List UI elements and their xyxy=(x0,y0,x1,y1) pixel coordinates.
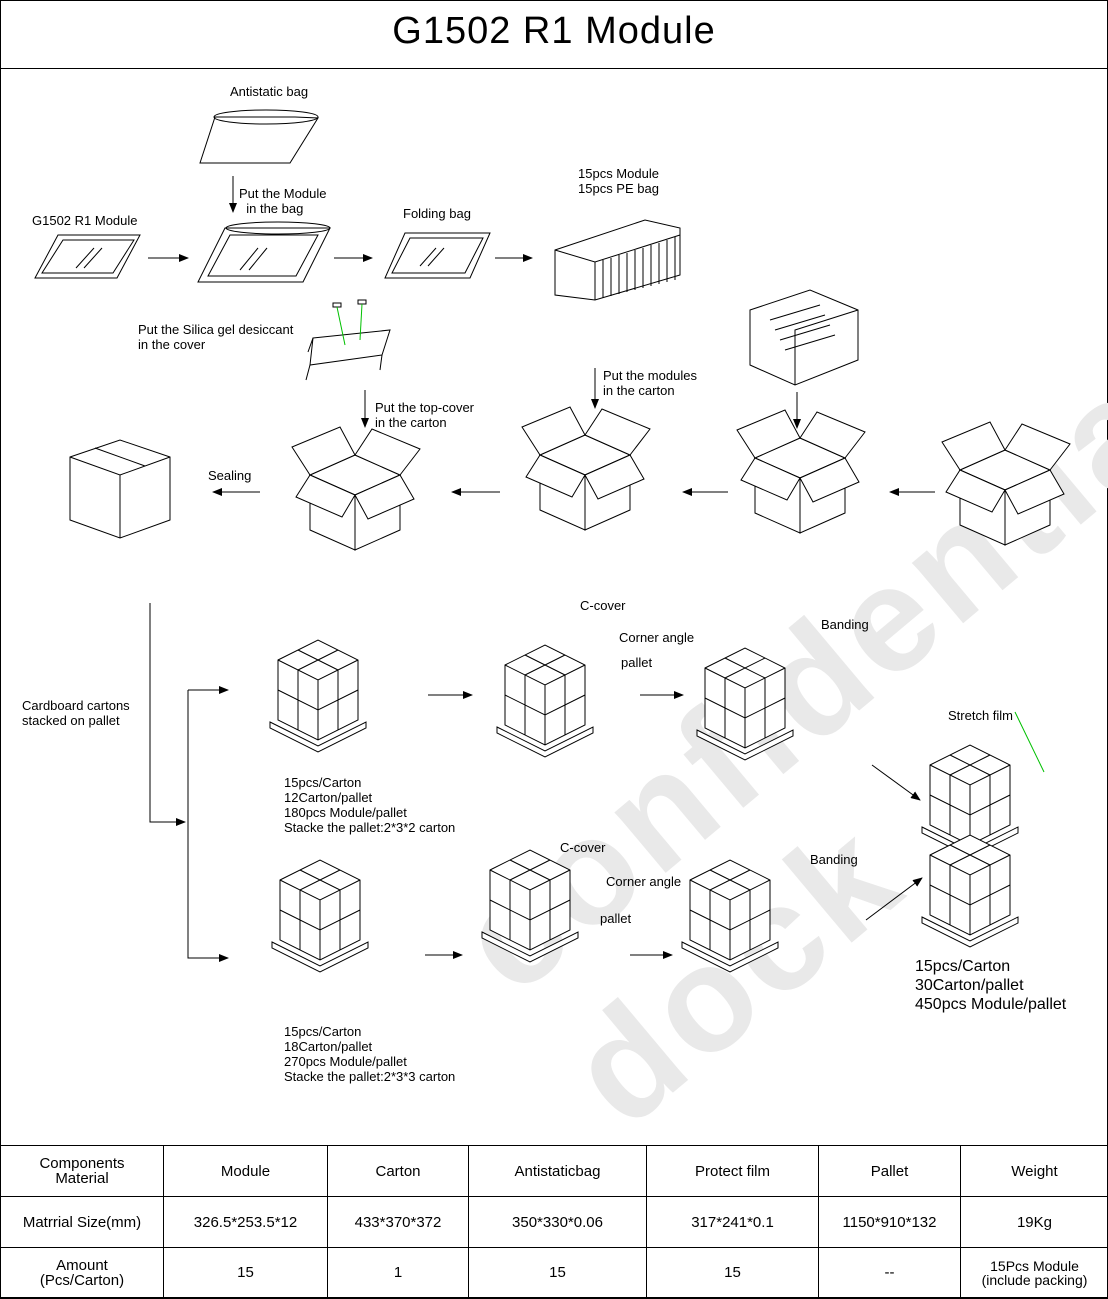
table-header-cell: Module xyxy=(163,1145,328,1197)
label-put-module-in-bag: Put the Module in the bag xyxy=(239,186,327,216)
carton-empty xyxy=(941,421,1071,546)
module-holder-drawing xyxy=(749,289,859,386)
label-silica-gel: Put the Silica gel desiccant in the cove… xyxy=(138,322,294,352)
label-pcs-module-pe: 15pcs Module 15pcs PE bag xyxy=(578,166,659,196)
table-header-cell: Weight xyxy=(960,1145,1108,1197)
table-cell: 1 xyxy=(327,1247,469,1298)
table-cell: 326.5*253.5*12 xyxy=(163,1196,328,1248)
table-cell: 433*370*372 xyxy=(327,1196,469,1248)
module-in-bag-drawing xyxy=(197,221,331,283)
table-header-cell: Pallet xyxy=(818,1145,961,1197)
pallet-stack-18 xyxy=(271,859,369,973)
table-cell: 1150*910*132 xyxy=(818,1196,961,1248)
table-header-cell: Protect film xyxy=(646,1145,819,1197)
table-row: Components Material Module Carton Antist… xyxy=(0,1145,1108,1197)
label-pallet-1: pallet xyxy=(621,655,653,670)
carton-top-cover xyxy=(291,426,421,551)
table-cell: Amount (Pcs/Carton) xyxy=(0,1247,164,1298)
table-cell: Matrrial Size(mm) xyxy=(0,1196,164,1248)
title-bar: G1502 R1 Module xyxy=(0,0,1108,69)
table-cell: 19Kg xyxy=(960,1196,1108,1248)
pallet-stack-12 xyxy=(269,639,367,753)
pallet-covered-12 xyxy=(496,644,594,758)
label-banding-2: Banding xyxy=(810,852,858,867)
table-cell: 317*241*0.1 xyxy=(646,1196,819,1248)
table-header-cell: Components Material xyxy=(0,1145,164,1197)
table-cell: 350*330*0.06 xyxy=(468,1196,647,1248)
label-banding-1: Banding xyxy=(821,617,869,632)
module-stack-drawing xyxy=(554,219,681,301)
label-antistatic-bag: Antistatic bag xyxy=(230,84,309,99)
pallet-covered-18 xyxy=(481,849,579,963)
components-table: Components Material Module Carton Antist… xyxy=(0,1145,1108,1298)
label-g1502-module: G1502 R1 Module xyxy=(32,213,138,228)
packing-diagram xyxy=(34,109,1071,973)
folding-bag-drawing xyxy=(384,232,491,279)
label-sealing: Sealing xyxy=(208,468,252,483)
table-cell: 15 xyxy=(163,1247,328,1298)
label-spec-18-carton: 15pcs/Carton 18Carton/pallet 270pcs Modu… xyxy=(284,1024,456,1084)
label-put-top-cover: Put the top-cover in the carton xyxy=(375,400,474,430)
pallet-banded-18 xyxy=(681,859,779,973)
label-folding-bag: Folding bag xyxy=(403,206,471,221)
top-cover-drawing xyxy=(305,299,391,381)
table-row: Amount (Pcs/Carton) 15 1 15 15 -- 15Pcs … xyxy=(0,1247,1108,1298)
label-spec-30-carton: 15pcs/Carton 30Carton/pallet 450pcs Modu… xyxy=(915,958,1067,1013)
label-pallet-2: pallet xyxy=(600,911,632,926)
label-put-modules-carton: Put the modules in the carton xyxy=(603,368,697,398)
label-c-cover-2: C-cover xyxy=(560,840,606,855)
label-c-cover-1: C-cover xyxy=(580,598,626,613)
table-header-cell: Carton xyxy=(327,1145,469,1197)
pallet-banded-12 xyxy=(696,647,794,761)
antistatic-bag-drawing xyxy=(199,109,319,164)
page-title: G1502 R1 Module xyxy=(392,10,716,52)
module-panel-drawing xyxy=(34,234,141,279)
table-header-cell: Antistaticbag xyxy=(468,1145,647,1197)
table-cell: 15 xyxy=(646,1247,819,1298)
label-spec-12-carton: 15pcs/Carton 12Carton/pallet 180pcs Modu… xyxy=(284,775,456,835)
label-corner-angle-1: Corner angle xyxy=(619,630,695,645)
sealed-carton-drawing xyxy=(69,439,171,539)
stretch-film-stack-drawing xyxy=(921,711,1045,948)
table-cell: -- xyxy=(818,1247,961,1298)
label-stretch-film: Stretch film xyxy=(948,708,1014,723)
label-corner-angle-2: Corner angle xyxy=(606,874,682,889)
table-row: Matrrial Size(mm) 326.5*253.5*12 433*370… xyxy=(0,1196,1108,1248)
table-cell: 15 xyxy=(468,1247,647,1298)
carton-holder xyxy=(736,409,866,534)
label-cardboard-stacked: Cardboard cartons stacked on pallet xyxy=(22,698,130,728)
carton-modules xyxy=(521,406,651,531)
table-cell: 15Pcs Module (include packing) xyxy=(960,1247,1108,1298)
